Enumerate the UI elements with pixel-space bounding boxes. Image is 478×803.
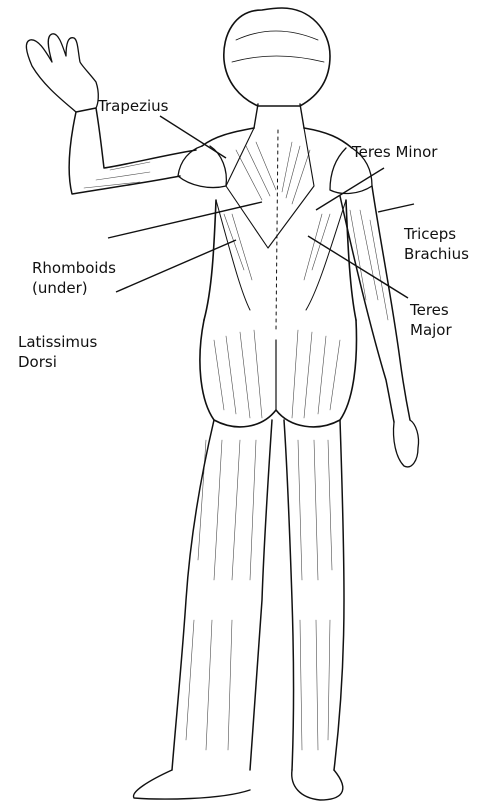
label-latissimus-dorsi: Latissimus Dorsi (18, 332, 97, 372)
trapezius-leader (160, 116, 226, 158)
label-rhomboids: Rhomboids (under) (32, 258, 116, 298)
latissimus-leader (116, 240, 236, 292)
left-foot (133, 770, 250, 799)
label-teres-minor-text: Teres Minor (352, 142, 437, 162)
left-leg (172, 420, 272, 770)
right-arm (340, 186, 410, 422)
rhomboids-leader (108, 202, 262, 238)
latissimus-area (216, 200, 346, 310)
label-trapezius: Trapezius (98, 96, 168, 116)
spine (276, 130, 278, 330)
label-triceps-line2: Brachius (404, 244, 469, 264)
teres-minor-leader (316, 168, 384, 210)
label-triceps-brachius: Triceps Brachius (404, 224, 469, 264)
label-latissimus-line1: Latissimus (18, 332, 97, 352)
label-teres-major-line2: Major (410, 320, 452, 340)
neck (254, 104, 304, 128)
label-triceps-line1: Triceps (404, 224, 469, 244)
label-teres-minor: Teres Minor (352, 142, 437, 162)
gluteals (200, 320, 357, 427)
right-leg (284, 420, 344, 770)
trapezius-muscle (226, 128, 314, 248)
teres-major-leader (308, 236, 408, 298)
right-foot (292, 770, 343, 800)
label-trapezius-text: Trapezius (98, 96, 168, 116)
left-hand (26, 34, 98, 112)
label-teres-major-line1: Teres (410, 300, 452, 320)
left-arm (69, 108, 196, 194)
label-rhomboids-line2: (under) (32, 278, 116, 298)
label-rhomboids-line1: Rhomboids (32, 258, 116, 278)
head (224, 8, 330, 106)
label-latissimus-line2: Dorsi (18, 352, 97, 372)
label-teres-major: Teres Major (410, 300, 452, 340)
right-hand (393, 420, 418, 467)
triceps-leader (378, 204, 414, 212)
